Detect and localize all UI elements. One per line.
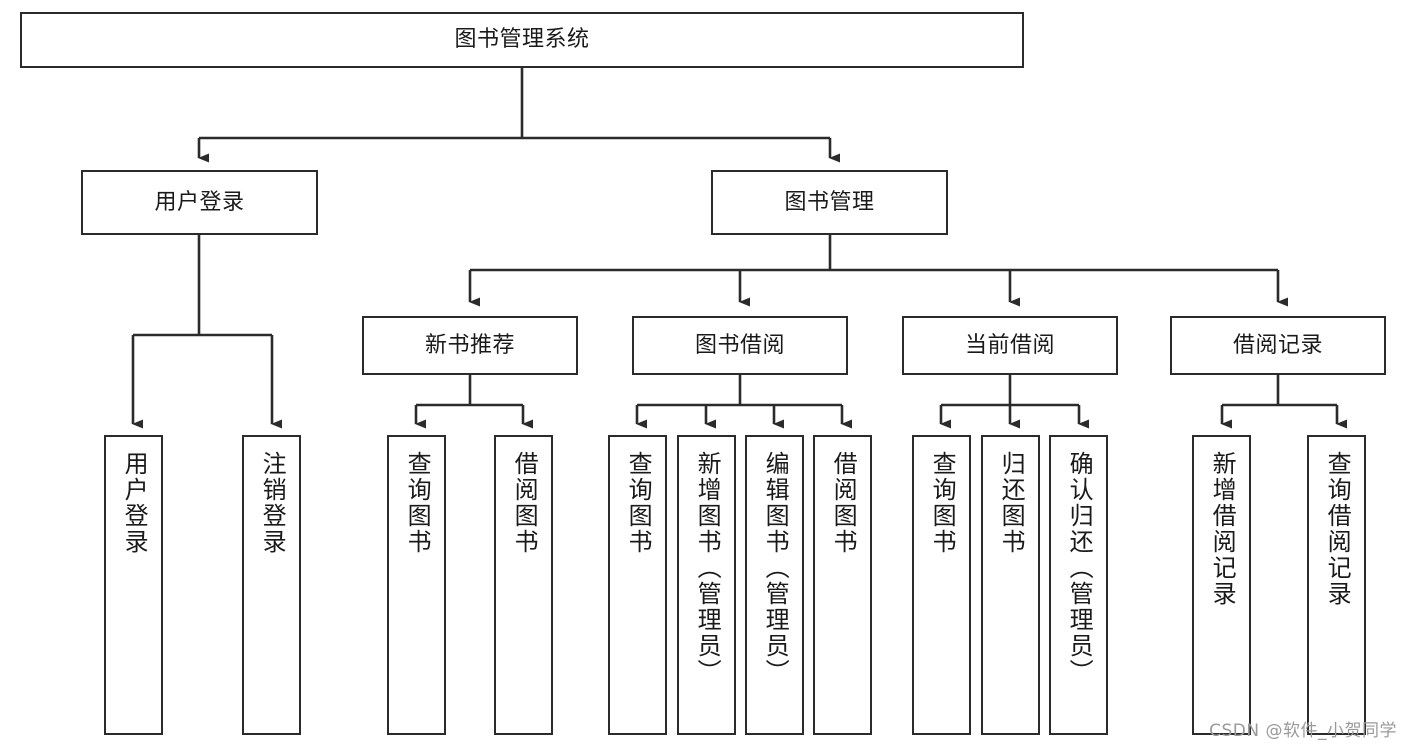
leaf-current-return-book-label: 归还图书 bbox=[997, 451, 1026, 555]
leaf-current-confirm-return[interactable]: 确认归还（管理员） bbox=[1049, 435, 1108, 735]
leaf-borrow-add-book[interactable]: 新增图书（管理员） bbox=[677, 435, 736, 735]
node-book-borrow[interactable]: 图书借阅 bbox=[632, 316, 848, 375]
leaf-user-login-login-label: 用户登录 bbox=[120, 451, 149, 555]
leaf-borrow-borrow-book-label: 借阅图书 bbox=[829, 451, 858, 555]
leaf-current-query-book-label: 查询图书 bbox=[928, 451, 957, 555]
node-current-borrow[interactable]: 当前借阅 bbox=[902, 316, 1118, 375]
node-root[interactable]: 图书管理系统 bbox=[20, 12, 1024, 68]
leaf-user-login-logout[interactable]: 注销登录 bbox=[242, 435, 301, 735]
node-root-label: 图书管理系统 bbox=[454, 27, 590, 53]
leaf-new-book-query[interactable]: 查询图书 bbox=[387, 435, 446, 735]
leaf-current-return-book[interactable]: 归还图书 bbox=[981, 435, 1040, 735]
leaf-borrow-edit-book[interactable]: 编辑图书（管理员） bbox=[745, 435, 804, 735]
leaf-user-login-login[interactable]: 用户登录 bbox=[104, 435, 163, 735]
leaf-record-query[interactable]: 查询借阅记录 bbox=[1307, 435, 1366, 735]
leaf-borrow-query-book[interactable]: 查询图书 bbox=[608, 435, 667, 735]
leaf-record-add-label: 新增借阅记录 bbox=[1208, 451, 1237, 607]
leaf-borrow-add-book-label: 新增图书（管理员） bbox=[693, 451, 722, 685]
node-borrow-record[interactable]: 借阅记录 bbox=[1170, 316, 1386, 375]
leaf-record-query-label: 查询借阅记录 bbox=[1323, 451, 1352, 607]
leaf-new-book-borrow-label: 借阅图书 bbox=[510, 451, 539, 555]
leaf-record-add[interactable]: 新增借阅记录 bbox=[1192, 435, 1251, 735]
leaf-user-login-logout-label: 注销登录 bbox=[258, 451, 287, 555]
leaf-new-book-query-label: 查询图书 bbox=[403, 451, 432, 555]
node-book-borrow-label: 图书借阅 bbox=[694, 332, 785, 358]
leaf-current-confirm-return-label: 确认归还（管理员） bbox=[1065, 451, 1094, 685]
node-user-login-label: 用户登录 bbox=[154, 189, 245, 215]
node-current-borrow-label: 当前借阅 bbox=[964, 332, 1055, 358]
node-book-management[interactable]: 图书管理 bbox=[711, 170, 948, 235]
node-user-login[interactable]: 用户登录 bbox=[81, 170, 318, 235]
leaf-current-query-book[interactable]: 查询图书 bbox=[912, 435, 971, 735]
node-new-book-recommend-label: 新书推荐 bbox=[424, 332, 515, 358]
leaf-borrow-edit-book-label: 编辑图书（管理员） bbox=[761, 451, 790, 685]
node-new-book-recommend[interactable]: 新书推荐 bbox=[362, 316, 578, 375]
leaf-borrow-query-book-label: 查询图书 bbox=[624, 451, 653, 555]
node-borrow-record-label: 借阅记录 bbox=[1232, 332, 1323, 358]
leaf-borrow-borrow-book[interactable]: 借阅图书 bbox=[813, 435, 872, 735]
leaf-new-book-borrow[interactable]: 借阅图书 bbox=[494, 435, 553, 735]
node-book-management-label: 图书管理 bbox=[784, 189, 875, 215]
